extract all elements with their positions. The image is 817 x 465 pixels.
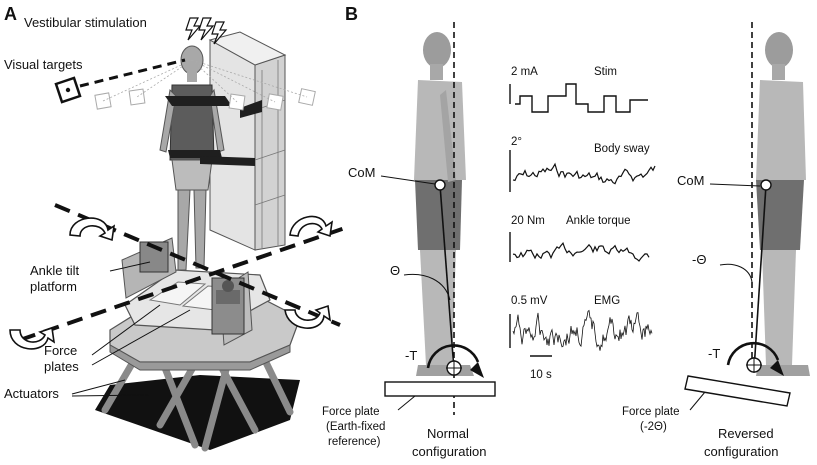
label-reversed: Reversed [718,426,774,441]
silhouette-reversed [756,32,810,376]
label-torque-normal: -T [405,348,417,363]
ground-shadow [95,375,300,450]
label-ankle-tilt: Ankle tilt [30,263,80,278]
label-visual-targets: Visual targets [4,57,83,72]
gaze-dashed-line [79,58,186,88]
label-actuators: Actuators [4,386,59,401]
force-plate-normal [384,381,496,397]
tilt-axis-front [19,226,346,342]
label-normal: Normal [427,426,469,441]
label-com-normal: CoM [348,165,375,180]
label-com-reversed: CoM [677,173,704,188]
label-stim-scale: 2 mA [511,66,538,78]
label-emg-scale: 0.5 mV [511,295,548,307]
com-marker-reversed [760,179,772,191]
trace-torque-group: 20 Nm Ankle torque [509,215,650,262]
label-ankle-platform: platform [30,279,77,294]
panel-b-letter: B [345,4,358,24]
ankle-joint-normal [426,344,484,378]
force-plate-reversed [684,375,791,407]
label-force-plate-reversed: Force plate [622,406,680,418]
label-force-plate-normal-2: (Earth-fixed [326,421,385,433]
ankle-joint-reversed [726,341,784,376]
harness-straps [165,96,262,166]
label-reversed-configuration: configuration [704,444,778,459]
trace-emg [512,309,653,351]
silhouette-normal [414,32,474,376]
support-frame [208,31,287,251]
label-torque-scale: 20 Nm [511,215,545,227]
trace-sway [512,162,656,185]
trace-stim [515,83,648,113]
visual-targets [94,88,316,111]
label-force-plate-reversed-2: (-2Θ) [640,421,667,433]
theta-arc-reversed [719,263,753,283]
panel-b: B [322,4,810,459]
label-force-plate-normal-3: reference) [328,436,381,448]
trace-sway-group: 2° Body sway [509,136,656,192]
label-normal-configuration: configuration [412,444,486,459]
label-stim: Stim [594,66,617,78]
rotation-arrow-icon [9,215,334,350]
label-sway-scale: 2° [511,136,522,148]
trace-emg-group: 0.5 mV EMG 10 s [509,295,653,381]
label-time-scale: 10 s [530,369,552,381]
label-force: Force [44,343,77,358]
label-ankle-torque: Ankle torque [566,215,631,227]
label-torque-reversed: -T [708,346,720,361]
com-line-reversed [753,184,767,371]
label-plates: plates [44,359,79,374]
label-theta-normal: Θ [390,263,400,278]
theta-arc-normal [403,273,451,301]
com-line-normal [439,184,455,371]
label-vestibular: Vestibular stimulation [24,15,147,30]
lightning-icon [185,17,228,45]
panel-a-letter: A [4,4,17,24]
trace-stim-group: 2 mA Stim [509,66,648,113]
label-emg: EMG [594,295,620,307]
label-theta-reversed: -Θ [692,252,706,267]
panel-a: A [4,4,346,452]
trace-torque [512,242,650,262]
label-force-plate-normal: Force plate [322,406,380,418]
com-marker-normal [434,179,446,191]
label-sway: Body sway [594,143,650,155]
